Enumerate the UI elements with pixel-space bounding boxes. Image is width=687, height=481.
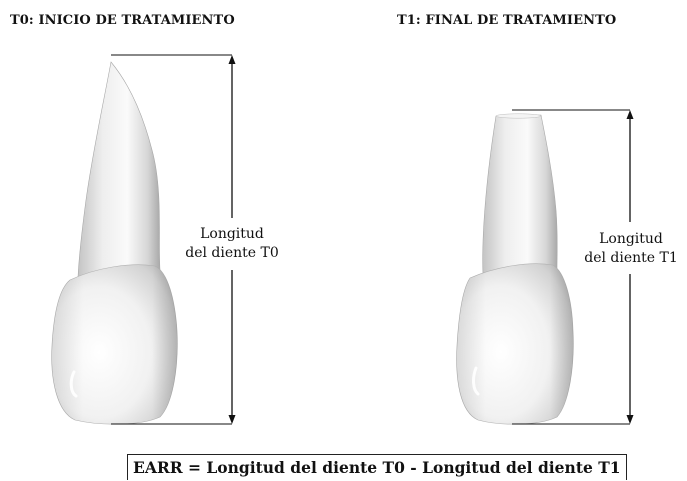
- length-label-t0-line2: del diente T0: [176, 244, 288, 263]
- title-t1: T1: FINAL DE TRATAMIENTO: [397, 13, 616, 28]
- length-label-t0: Longitud del diente T0: [176, 225, 288, 263]
- measure-t0-arrowhead-up: [229, 55, 236, 64]
- tooth-t0-crown-shade: [52, 265, 178, 424]
- measure-t1-arrowhead-down: [627, 415, 634, 424]
- length-label-t1-line2: del diente T1: [578, 249, 684, 268]
- earr-formula: EARR = Longitud del diente T0 - Longitud…: [127, 454, 627, 480]
- measure-t0-arrowhead-down: [229, 415, 236, 424]
- tooth-t0-root: [78, 62, 160, 278]
- title-t0: T0: INICIO DE TRATAMIENTO: [10, 13, 235, 28]
- length-label-t1-line1: Longitud: [578, 230, 684, 249]
- length-label-t0-line1: Longitud: [176, 225, 288, 244]
- tooth-t0: [52, 62, 178, 424]
- tooth-t1-crown-shade: [457, 264, 574, 424]
- measure-t1-arrowhead-up: [627, 110, 634, 119]
- length-label-t1: Longitud del diente T1: [578, 230, 684, 268]
- tooth-t1-root: [483, 115, 558, 275]
- tooth-t1: [457, 114, 574, 424]
- tooth-t1-root-apex: [496, 114, 541, 118]
